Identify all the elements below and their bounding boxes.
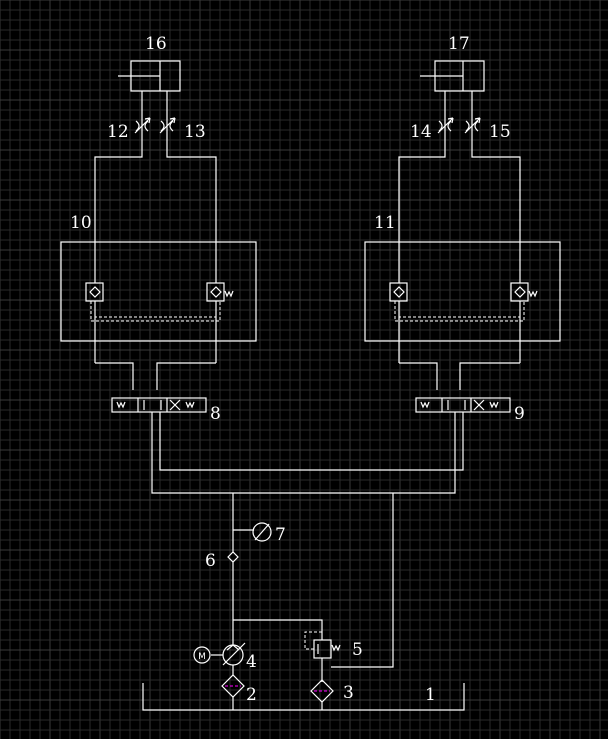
tank [142, 683, 465, 711]
filter-right [310, 679, 334, 703]
label-17: 17 [448, 34, 470, 54]
label-15: 15 [489, 122, 511, 142]
label-9: 9 [514, 404, 525, 424]
label-11: 11 [374, 213, 396, 233]
label-16: 16 [145, 34, 167, 54]
label-12: 12 [107, 122, 129, 142]
valve-block-left [60, 241, 257, 342]
relief-valve [304, 631, 341, 659]
cylinder-left [118, 60, 181, 92]
motor-label: M [198, 652, 206, 662]
label-1: 1 [425, 685, 436, 705]
pump [211, 642, 246, 666]
label-4: 4 [246, 652, 257, 672]
filter-left [221, 674, 245, 698]
throttle-12 [134, 117, 151, 134]
label-5: 5 [352, 640, 363, 660]
label-3: 3 [343, 683, 354, 703]
valve-block-right [364, 241, 561, 342]
label-2: 2 [246, 685, 257, 705]
label-10: 10 [70, 213, 92, 233]
supply-lines [232, 493, 394, 710]
motor: M [193, 646, 211, 664]
left-lines [94, 91, 464, 494]
label-6: 6 [205, 551, 216, 571]
cylinder-right [420, 60, 485, 92]
label-8: 8 [210, 404, 221, 424]
check-valve [227, 551, 239, 563]
right-lines [398, 91, 521, 390]
pressure-gauge [252, 522, 272, 542]
directional-valve-right [415, 397, 511, 413]
directional-valve-left [111, 397, 207, 413]
label-7: 7 [275, 525, 286, 545]
label-13: 13 [184, 122, 206, 142]
throttle-13 [159, 117, 176, 134]
label-14: 14 [410, 122, 432, 142]
